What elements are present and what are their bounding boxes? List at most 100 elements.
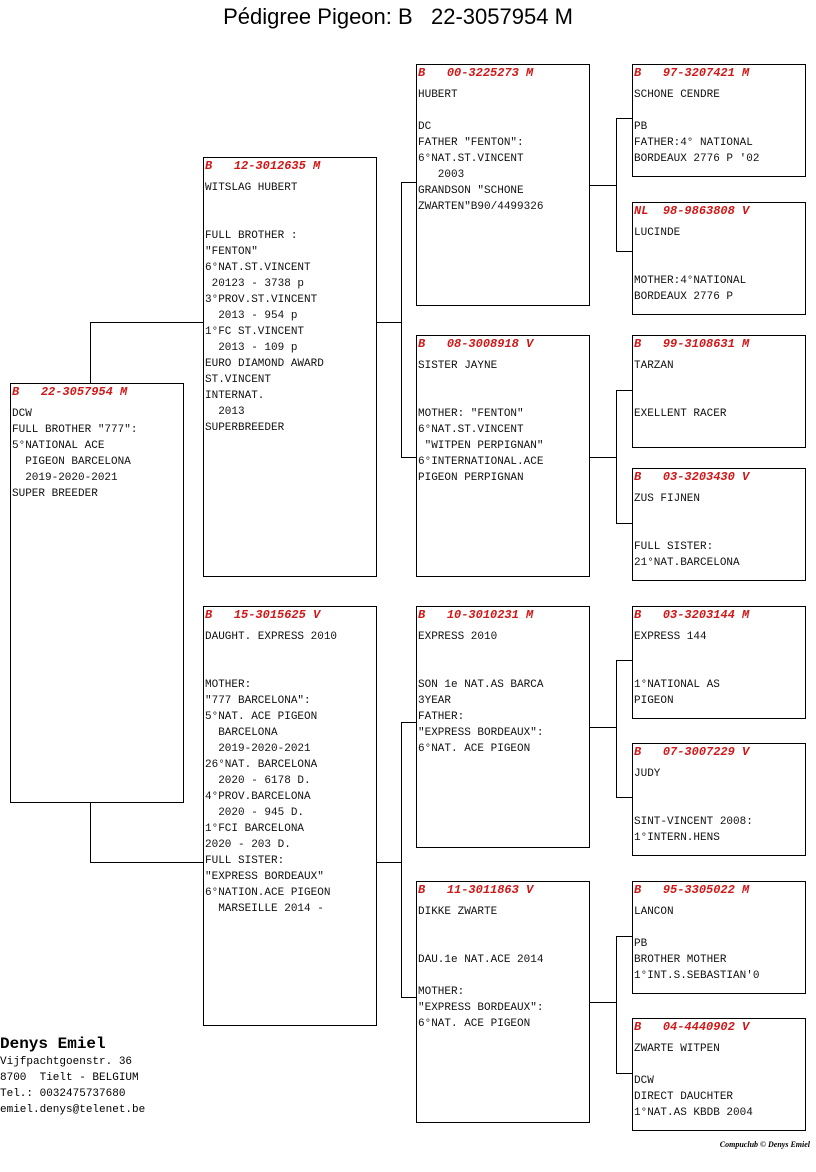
pigeon-card-fm: B 08-3008918 V SISTER JAYNE MOTHER: "FEN…	[416, 335, 590, 577]
ring-country: B	[418, 608, 426, 622]
ring-country: B	[418, 883, 426, 897]
connector-line	[616, 390, 633, 391]
ring-header: B 04-4440902 V	[634, 1020, 805, 1034]
ring-number: 03-3203430	[662, 470, 735, 484]
pigeon-notes: MOTHER: "777 BARCELONA": 5°NAT. ACE PIGE…	[205, 679, 331, 915]
ring-sex: V	[313, 608, 321, 622]
ring-country: B	[205, 159, 213, 173]
pigeon-name: ZUS FIJNEN	[634, 493, 701, 505]
ring-sex: V	[526, 883, 534, 897]
ring-sex: M	[742, 66, 750, 80]
pigeon-notes: DC FATHER "FENTON": 6°NAT.ST.VINCENT 200…	[418, 121, 544, 213]
ring-number: 12-3012635	[233, 159, 306, 173]
ring-header: B 03-3203144 M	[634, 608, 805, 622]
ring-country: B	[12, 385, 20, 399]
pigeon-notes: PB BROTHER MOTHER 1°INT.S.SEBASTIAN'0	[634, 938, 760, 982]
ring-country: B	[634, 745, 642, 759]
ring-number: 99-3108631	[662, 337, 735, 351]
ring-header: B 00-3225273 M	[418, 66, 589, 80]
ring-header: NL 98-9863808 V	[634, 204, 805, 218]
pigeon-card-fmm: B 03-3203430 V ZUS FIJNEN FULL SISTER: 2…	[632, 468, 806, 581]
connector-line	[616, 390, 617, 524]
owner-phone: Tel.: 0032475737680	[0, 1088, 126, 1100]
ring-sex: M	[742, 608, 750, 622]
ring-sex: M	[120, 385, 128, 399]
ring-header: B 15-3015625 V	[205, 608, 376, 622]
ring-sex: V	[526, 337, 534, 351]
ring-country: B	[634, 608, 642, 622]
ring-header: B 99-3108631 M	[634, 337, 805, 351]
pigeon-card-mm: B 11-3011863 V DIKKE ZWARTE DAU.1e NAT.A…	[416, 881, 590, 1123]
ring-number: 97-3207421	[662, 66, 735, 80]
connector-line	[90, 322, 91, 384]
owner-name: Denys Emiel	[0, 1035, 106, 1053]
owner-city: 8700 Tielt - BELGIUM	[0, 1072, 139, 1084]
ring-sex: M	[742, 883, 750, 897]
ring-number: 08-3008918	[446, 337, 519, 351]
ring-sex: V	[742, 204, 750, 218]
connector-line	[589, 457, 617, 458]
pigeon-notes: SON 1e NAT.AS BARCA 3YEAR FATHER: "EXPRE…	[418, 679, 544, 755]
ring-header: B 03-3203430 V	[634, 470, 805, 484]
connector-line	[616, 118, 633, 119]
ring-number: 04-4440902	[662, 1020, 735, 1034]
pigeon-name: SCHONE CENDRE	[634, 89, 720, 101]
ring-sex: V	[742, 1020, 750, 1034]
ring-country: B	[205, 608, 213, 622]
pigeon-notes: DCW DIRECT DAUCHTER 1°NAT.AS KBDB 2004	[634, 1075, 753, 1119]
connector-line	[589, 1002, 617, 1003]
connector-line	[90, 801, 91, 863]
pigeon-name: HUBERT	[418, 89, 458, 101]
ring-header: B 97-3207421 M	[634, 66, 805, 80]
ring-number: 00-3225273	[446, 66, 519, 80]
page-title: Pédigree Pigeon: B 22-3057954 M	[223, 4, 573, 29]
connector-line	[90, 322, 204, 323]
pigeon-card-ff: B 00-3225273 M HUBERT DC FATHER "FENTON"…	[416, 64, 590, 306]
connector-line	[616, 660, 633, 661]
connector-line	[616, 118, 617, 252]
connector-line	[376, 862, 401, 863]
ring-sex: M	[313, 159, 321, 173]
connector-line	[90, 862, 204, 863]
ring-country: B	[634, 337, 642, 351]
ring-sex: M	[526, 608, 534, 622]
pigeon-card-fmf: B 99-3108631 M TARZAN EXELLENT RACER	[632, 335, 806, 448]
pigeon-notes: FULL SISTER: 21°NAT.BARCELONA	[634, 541, 740, 569]
pigeon-notes: SINT-VINCENT 2008: 1°INTERN.HENS	[634, 816, 753, 844]
pigeon-card-mmm: B 04-4440902 V ZWARTE WITPEN DCW DIRECT …	[632, 1018, 806, 1131]
ring-header: B 07-3007229 V	[634, 745, 805, 759]
pigeon-name: ZWARTE WITPEN	[634, 1043, 720, 1055]
pigeon-name: EXPRESS 2010	[418, 631, 498, 643]
pigeon-notes: FULL BROTHER : "FENTON" 6°NAT.ST.VINCENT…	[205, 230, 324, 434]
ring-sex: V	[742, 470, 750, 484]
pigeon-notes: DAU.1e NAT.ACE 2014 MOTHER: "EXPRESS BOR…	[418, 954, 544, 1030]
pigeon-name: DIKKE ZWARTE	[418, 906, 498, 918]
connector-line	[616, 936, 617, 1074]
connector-line	[401, 182, 402, 458]
ring-sex: M	[526, 66, 534, 80]
ring-number: 98-9863808	[662, 204, 735, 218]
pigeon-card-subject: B 22-3057954 M DCW FULL BROTHER "777": 5…	[10, 383, 184, 803]
ring-number: 22-3057954	[40, 385, 113, 399]
ring-country: B	[418, 337, 426, 351]
pigeon-card-fff: B 97-3207421 M SCHONE CENDRE PB FATHER:4…	[632, 64, 806, 177]
connector-line	[589, 185, 617, 186]
connector-line	[616, 936, 633, 937]
ring-country: NL	[634, 204, 649, 218]
ring-number: 03-3203144	[662, 608, 735, 622]
owner-block: Denys Emiel Vijfpachtgoenstr. 36 8700 Ti…	[0, 1034, 145, 1118]
owner-street: Vijfpachtgoenstr. 36	[0, 1056, 133, 1068]
pigeon-name: WITSLAG HUBERT	[205, 182, 298, 194]
pigeon-notes: MOTHER: "FENTON" 6°NAT.ST.VINCENT "WITPE…	[418, 408, 544, 484]
connector-line	[401, 722, 417, 723]
pigeon-name: JUDY	[634, 768, 661, 780]
ring-number: 07-3007229	[662, 745, 735, 759]
pigeon-notes: 1°NATIONAL AS PIGEON	[634, 679, 720, 707]
pigeon-card-mff: B 03-3203144 M EXPRESS 144 1°NATIONAL AS…	[632, 606, 806, 719]
connector-line	[401, 457, 417, 458]
ring-sex: V	[742, 745, 750, 759]
ring-country: B	[634, 66, 642, 80]
pigeon-notes: DCW FULL BROTHER "777": 5°NATIONAL ACE P…	[12, 408, 138, 500]
pigeon-card-mmf: B 95-3305022 M LANCON PB BROTHER MOTHER …	[632, 881, 806, 994]
ring-header: B 11-3011863 V	[418, 883, 589, 897]
